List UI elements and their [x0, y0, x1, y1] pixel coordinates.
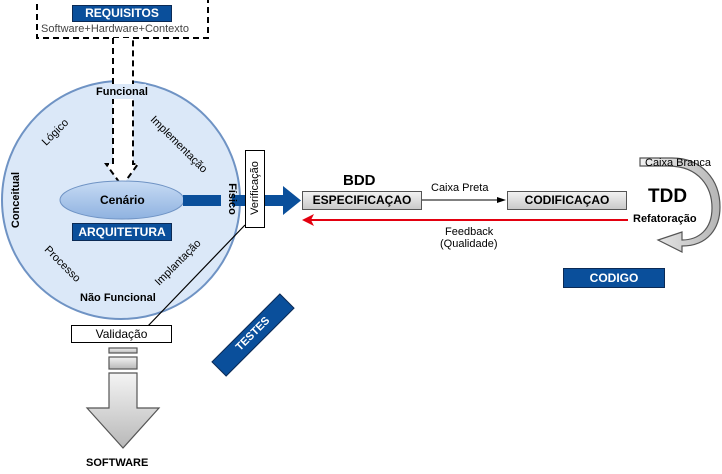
caixa-preta-arrowhead	[497, 197, 506, 203]
validation-verification-link	[146, 224, 246, 328]
feedback-qualidade-label: (Qualidade)	[440, 238, 498, 250]
requisitos-subtitle: Software+Hardware+Contexto	[41, 23, 189, 35]
software-down-arrow	[85, 372, 161, 449]
cenario-label: Cenário	[100, 193, 145, 207]
caixa-branca-label: Caixa Branca	[645, 157, 712, 169]
nao-funcional-label: Não Funcional	[80, 292, 156, 304]
caixa-preta-label: Caixa Preta	[431, 182, 489, 194]
software-arrow-segment-2	[108, 356, 138, 370]
verificacao-box	[245, 150, 265, 228]
validacao-box: Validação	[71, 325, 172, 343]
tdd-refactor-curved-arrow	[639, 157, 721, 253]
funcional-label-bg	[100, 84, 146, 99]
verificacao-label: Verificação	[249, 161, 261, 215]
bdd-title: BDD	[343, 172, 376, 189]
connector-bar-left	[183, 195, 221, 206]
software-arrow-segment-1	[108, 347, 138, 354]
tdd-title: TDD	[648, 186, 688, 207]
refatoracao-label: Refatoração	[633, 213, 697, 225]
codificacao-box: CODIFICAÇAO	[507, 191, 627, 210]
feedback-arrowhead	[302, 214, 314, 226]
conceitual-label: Conceitual	[10, 171, 22, 229]
fisico-label: Físico	[226, 183, 238, 215]
funcional-label: Funcional	[96, 86, 148, 98]
software-label: SOFTWARE	[86, 457, 149, 469]
feedback-label: Feedback	[445, 226, 494, 238]
codigo-box: CODIGO	[563, 268, 665, 288]
especificacao-box: ESPECIFICAÇAO	[302, 191, 422, 210]
testes-banner	[211, 293, 295, 377]
connector-arrow	[262, 186, 301, 215]
arquitetura-box: ARQUITETURA	[72, 223, 172, 241]
connector-bar-mid	[232, 195, 246, 206]
requisitos-box: REQUISITOS	[72, 5, 172, 22]
